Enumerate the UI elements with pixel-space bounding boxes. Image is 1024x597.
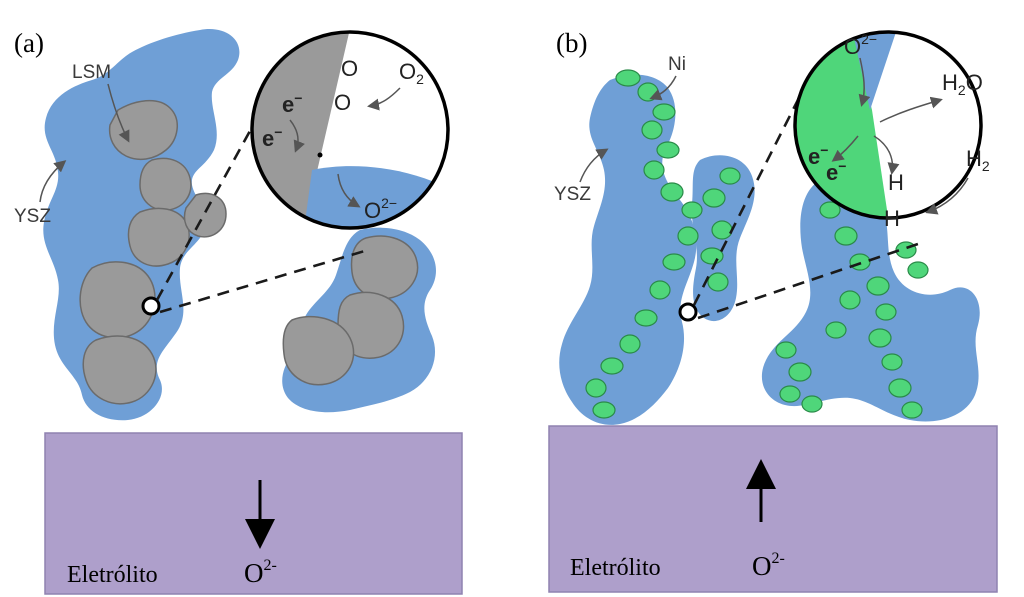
zoom-circle-b: O2− H2O H2 H H e− e− — [793, 30, 990, 231]
lsm-particle — [183, 192, 227, 238]
svg-text:e−: e− — [282, 90, 302, 117]
lsm-particle — [82, 335, 157, 405]
ysz-phase-b-right — [761, 175, 980, 422]
electron-label: e — [282, 92, 294, 117]
panel-a-letter: (a) — [14, 28, 44, 58]
oxide-ion-arrow — [337, 173, 361, 208]
lsm-particle — [139, 157, 192, 211]
electron-transfer-arrow — [831, 135, 859, 162]
svg-text:H2O: H2O — [942, 70, 983, 98]
oxygen-molecule-label: O — [399, 59, 416, 84]
electron-transfer-arrow — [289, 119, 305, 153]
electrolyte-label: Eletrólito — [570, 555, 661, 581]
ysz-phase-b-left — [559, 74, 697, 425]
lsm-particle — [108, 99, 178, 161]
svg-text:e−: e− — [808, 142, 828, 169]
svg-text:O2−: O2− — [844, 31, 877, 59]
h2-adsorption-arrow — [925, 177, 969, 215]
zoom-guide-line — [159, 248, 369, 314]
electron-label: e — [808, 144, 820, 169]
svg-text:e−: e− — [262, 124, 282, 151]
oxygen-atom-label: O — [341, 56, 358, 81]
ni-pointer-arrow — [649, 75, 677, 101]
ysz-pointer-arrow — [39, 160, 67, 203]
ysz-label: YSZ — [14, 206, 51, 227]
panel-a: (a) O O2 O e− — [14, 28, 463, 595]
hydrogen-molecule-label: H — [966, 146, 982, 171]
oxide-ion-label: O — [844, 34, 861, 59]
electrolyte-label: Eletrólito — [67, 562, 158, 588]
water-label: H — [942, 70, 958, 95]
panel-b-letter: (b) — [556, 28, 587, 58]
triple-phase-boundary-marker-a — [141, 296, 161, 316]
oxygen-adsorbed-label: O — [334, 90, 351, 115]
ni-label: Ni — [668, 54, 686, 75]
lsm-particle — [350, 235, 419, 300]
oxide-ion-label: O — [244, 558, 264, 588]
panel-b: (b) — [548, 28, 998, 593]
svg-text:O2: O2 — [399, 59, 424, 87]
water-release-arrow — [879, 96, 943, 123]
electrolyte-block-b — [548, 425, 998, 593]
lsm-particle — [282, 315, 355, 386]
svg-text:H2: H2 — [966, 146, 990, 174]
electron-label: e — [262, 126, 274, 151]
ysz-label: YSZ — [554, 184, 591, 205]
triple-phase-boundary-marker-b — [678, 302, 698, 322]
electron-label: e — [826, 160, 838, 185]
ysz-pointer-arrow — [579, 148, 609, 183]
zoom-guide-line — [692, 87, 806, 306]
lsm-particle — [127, 207, 190, 267]
zoom-circle-a: O O2 O e− e− O2− — [250, 30, 450, 230]
svg-text:O2−: O2− — [364, 195, 397, 223]
ni-particle-chain — [819, 201, 929, 419]
ni-particle-chain — [585, 69, 741, 419]
hydrogen-transfer-arrow — [873, 135, 900, 175]
lsm-particle — [337, 291, 405, 359]
oxygen-molecule-subscript: 2 — [416, 71, 424, 87]
reaction-site-dot — [317, 152, 323, 158]
lsm-pointer-arrow — [107, 83, 130, 143]
oxide-ion-label: O — [752, 551, 772, 581]
hydrogen-atom-label: H — [888, 170, 904, 195]
o2-dissociation-arrow — [367, 87, 401, 111]
lsm-particle — [79, 261, 156, 339]
hydrogen-atom-label: H — [884, 206, 900, 231]
lsm-label: LSM — [72, 62, 111, 83]
ni-particle-chain — [775, 341, 823, 413]
oxide-ion-label: O — [364, 198, 381, 223]
svg-text:O2-: O2- — [244, 557, 277, 588]
svg-text:O2-: O2- — [752, 550, 785, 581]
svg-text:e−: e− — [826, 158, 846, 185]
electrolyte-block-a — [44, 432, 463, 595]
oxide-ion-arrow — [858, 57, 871, 107]
